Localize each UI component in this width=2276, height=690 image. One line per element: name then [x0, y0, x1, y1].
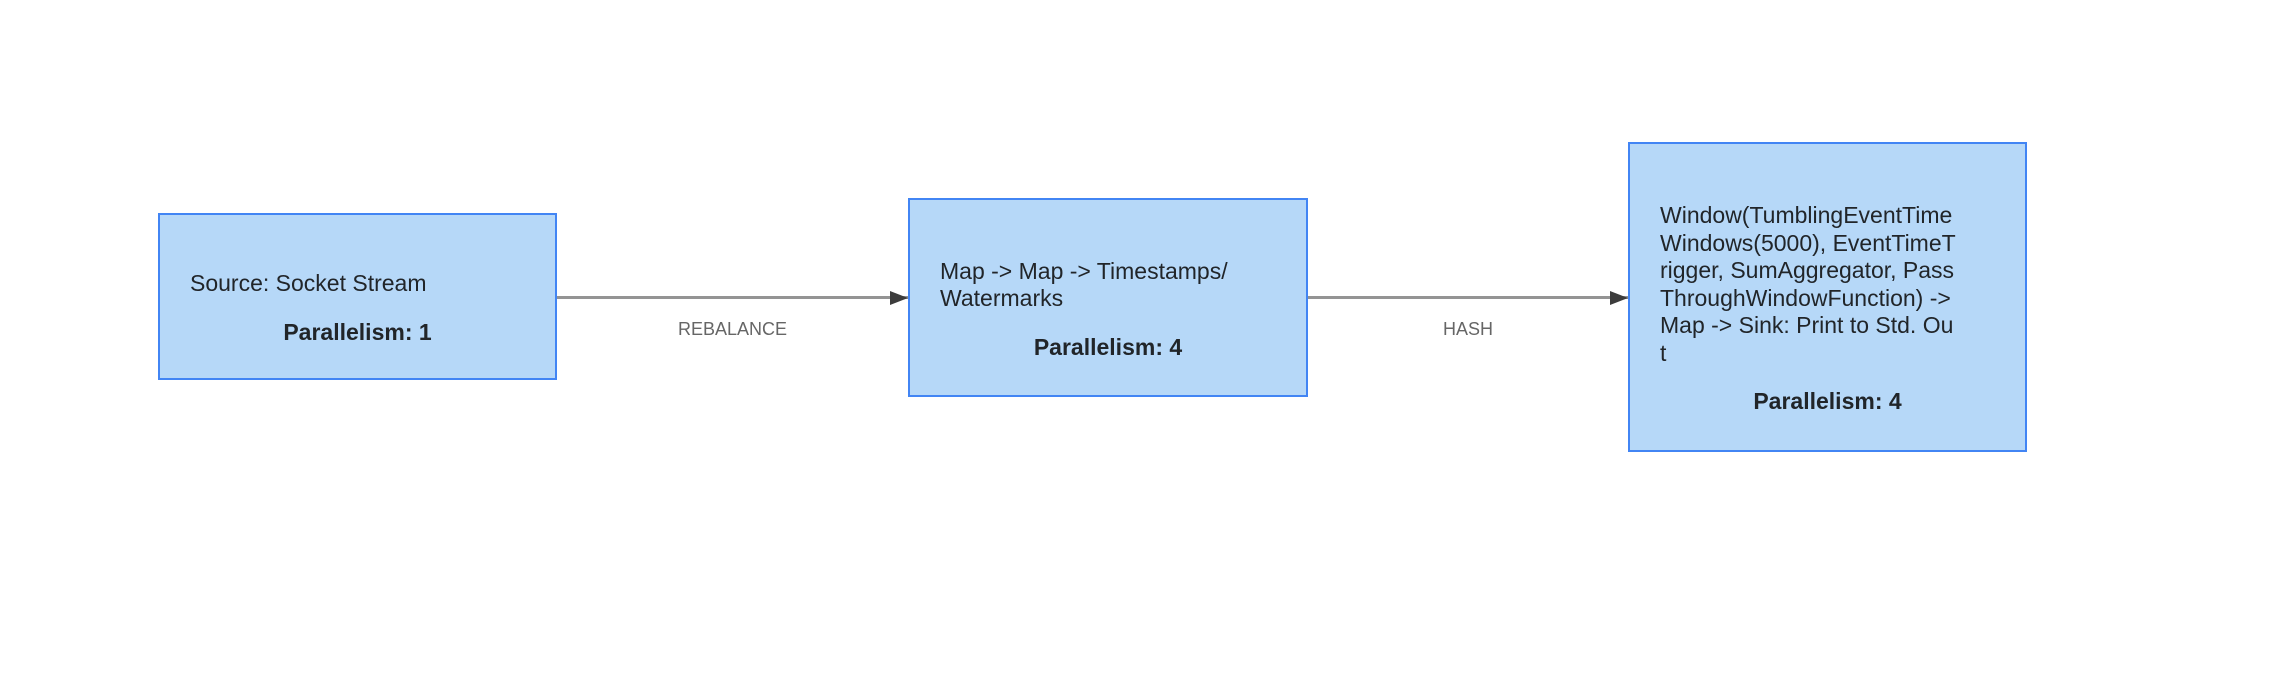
- node-name: Source: Socket Stream: [190, 270, 427, 297]
- node-source-socket-stream[interactable]: Source: Socket Stream Parallelism: 1: [158, 213, 557, 380]
- node-name: Map -> Map -> Timestamps/ Watermarks: [940, 257, 1228, 312]
- edge-line: [557, 296, 908, 299]
- edge-line: [1308, 296, 1628, 299]
- node-name: Window(TumblingEventTime Windows(5000), …: [1660, 201, 1956, 366]
- arrowhead-right-icon: [1610, 291, 1628, 305]
- node-parallelism: Parallelism: 4: [1033, 333, 1183, 360]
- node-window-sink-print[interactable]: Window(TumblingEventTime Windows(5000), …: [1628, 142, 2027, 452]
- arrowhead-right-icon: [890, 291, 908, 305]
- node-parallelism: Parallelism: 1: [283, 319, 432, 345]
- node-parallelism: Parallelism: 4: [1753, 388, 1902, 415]
- node-map-timestamps-watermarks[interactable]: Map -> Map -> Timestamps/ Watermarks Par…: [908, 198, 1308, 397]
- edge-label-rebalance: REBALANCE: [677, 319, 788, 339]
- edge-label-hash: HASH: [1442, 319, 1493, 339]
